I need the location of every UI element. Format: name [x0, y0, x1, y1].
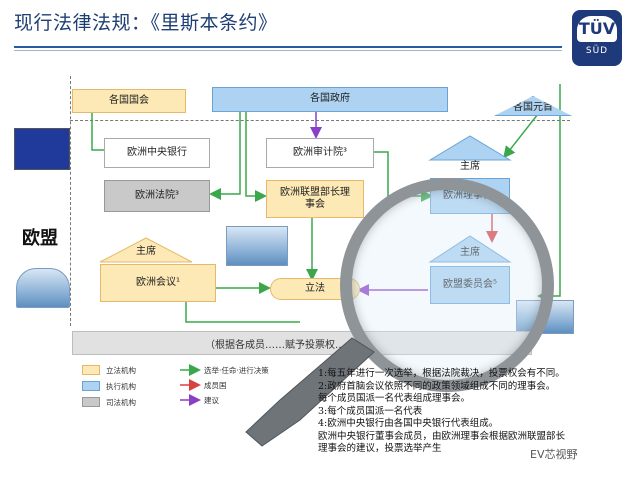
footnotes: 1:每五年进行一次选举，根据法院裁决，投票权会有不同。 2:政府首脑会议依照不同…	[318, 368, 618, 456]
node-chair-european-council: 主席	[460, 160, 480, 172]
tuv-sud-logo: TÜV SÜD	[572, 10, 622, 66]
page-title: 现行法律法规：《里斯本条约》	[14, 12, 278, 34]
node-court-of-auditors: 欧洲审计院³	[266, 138, 374, 168]
node-council-of-ministers: 欧洲联盟部长理事会	[266, 180, 364, 218]
legend-label-member-state: 成员国	[204, 381, 227, 390]
footnote-line: 3:每个成员国派一名代表	[318, 405, 423, 417]
footnote-line: 1:每五年进行一次选举，根据法院裁决，投票权会有不同。	[318, 368, 565, 379]
legend-swatch-judicial	[82, 397, 100, 407]
legend-label-legislative: 立法机构	[106, 366, 136, 375]
footnote-line: 2:政府首脑会议依照不同的政策领域组成不同的理事会。	[318, 380, 556, 392]
legend-swatch-legislative	[82, 365, 100, 375]
node-national-governments: 各国政府	[212, 87, 448, 112]
node-european-parliament: 欧洲会议¹	[100, 264, 216, 302]
logo-text-bottom: SÜD	[585, 46, 609, 56]
council-building-image	[226, 226, 288, 266]
legend-swatch-executive	[82, 381, 100, 391]
member-state-divider	[70, 120, 570, 121]
logo-text-top: TÜV	[577, 16, 617, 42]
footnote-line: 每个成员国派一名代表组成理事会。	[318, 393, 471, 404]
watermark: EV芯视野	[530, 448, 578, 461]
left-divider	[70, 76, 71, 326]
parliament-building-image	[16, 268, 70, 308]
eu-flag-icon	[14, 128, 70, 170]
footnote-line: 欧洲中央银行董事会成员，由欧洲理事会根据欧洲联盟部长	[318, 430, 566, 442]
legend-label-executive: 执行机构	[106, 382, 136, 391]
footnote-line: 4:欧洲中央银行由各国中央银行代表组成。	[318, 418, 499, 429]
title-divider	[14, 46, 562, 48]
legend-label-judicial: 司法机构	[106, 398, 136, 407]
legend-label-proposal: 建议	[204, 396, 219, 405]
title-divider-thin	[14, 50, 562, 51]
node-ecb: 欧洲中央银行	[104, 138, 210, 168]
footnote-line: 理事会的建议，投票选举产生	[318, 443, 442, 454]
node-court-of-justice: 欧洲法院³	[104, 180, 210, 212]
node-chair-parliament: 主席	[136, 245, 156, 257]
node-national-parliaments: 各国国会	[72, 89, 186, 113]
eu-label: 欧盟	[22, 228, 58, 249]
legend-label-elect: 选举·任命·进行决策	[204, 366, 269, 375]
